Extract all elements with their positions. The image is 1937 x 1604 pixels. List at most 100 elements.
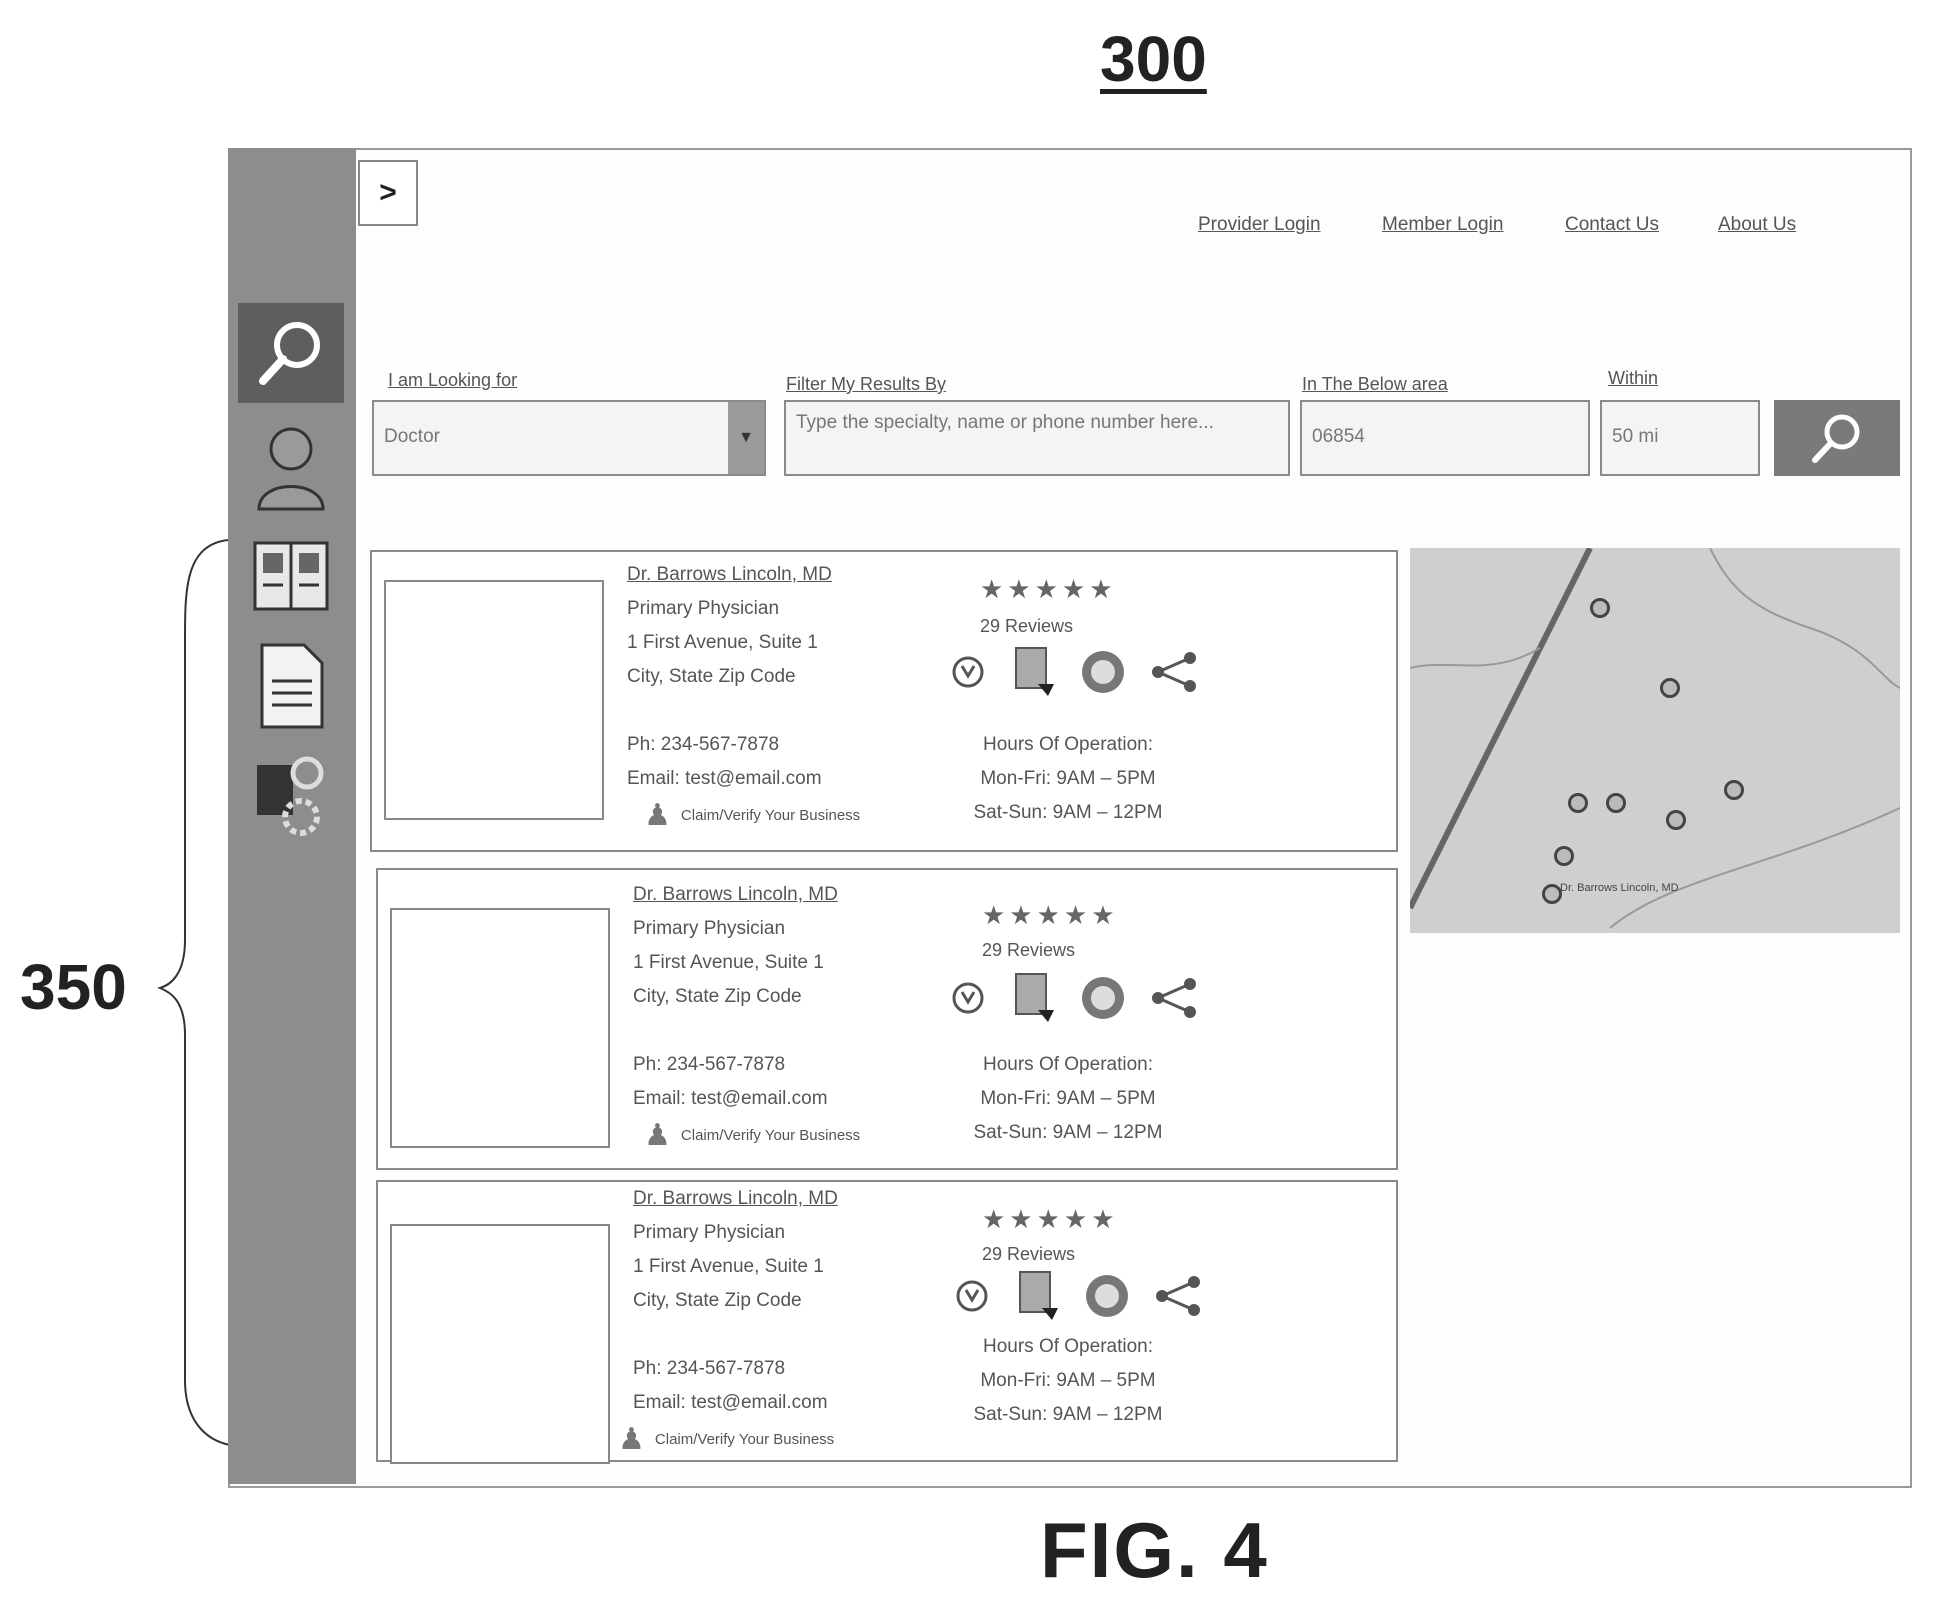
rating-stars: ★★★★★ xyxy=(980,574,1117,605)
provider-name-link[interactable]: Dr. Barrows Lincoln, MD xyxy=(627,558,832,592)
sidebar-toggle-button[interactable]: > xyxy=(358,160,418,226)
map-pin[interactable] xyxy=(1590,598,1610,618)
user-icon: ♟ xyxy=(644,798,671,833)
hours-of-operation: Hours Of Operation: Mon-Fri: 9AM – 5PM S… xyxy=(938,1048,1198,1150)
reviews-link[interactable]: 29 Reviews xyxy=(980,616,1073,637)
hours-weekend: Sat-Sun: 9AM – 12PM xyxy=(938,1398,1198,1432)
provider-specialty: Primary Physician xyxy=(627,592,832,626)
provider-specialty: Primary Physician xyxy=(633,912,838,946)
sidebar-item-profile[interactable] xyxy=(238,416,344,516)
directory-icon xyxy=(251,537,331,615)
hours-title: Hours Of Operation: xyxy=(938,1330,1198,1364)
hours-weekday: Mon-Fri: 9AM – 5PM xyxy=(938,1364,1198,1398)
map-pin[interactable] xyxy=(1554,846,1574,866)
member-login-link[interactable]: Member Login xyxy=(1382,214,1503,236)
provider-address: 1 First Avenue, Suite 1 xyxy=(633,1250,838,1284)
about-us-link[interactable]: About Us xyxy=(1718,214,1796,236)
provider-photo xyxy=(390,908,610,1148)
rating-stars: ★★★★★ xyxy=(982,1204,1119,1235)
user-icon: ♟ xyxy=(618,1422,645,1457)
claim-business-link[interactable]: ♟ Claim/Verify Your Business xyxy=(644,798,860,833)
map-pin[interactable] xyxy=(1666,810,1686,830)
result-card[interactable]: Dr. Barrows Lincoln, MD Primary Physicia… xyxy=(376,868,1398,1170)
share-icon[interactable] xyxy=(1150,650,1198,694)
within-input[interactable]: 50 mi xyxy=(1600,400,1760,476)
provider-info: Dr. Barrows Lincoln, MD Primary Physicia… xyxy=(633,878,838,1116)
results-map[interactable]: Dr. Barrows Lincoln, MD xyxy=(1410,548,1900,933)
share-icon[interactable] xyxy=(1154,1274,1202,1318)
hours-title: Hours Of Operation: xyxy=(938,1048,1198,1082)
provider-city: City, State Zip Code xyxy=(633,1284,838,1318)
provider-email: Email: test@email.com xyxy=(627,762,832,796)
provider-photo xyxy=(390,1224,610,1464)
claim-business-label: Claim/Verify Your Business xyxy=(681,1127,860,1144)
user-icon xyxy=(251,421,331,511)
provider-info: Dr. Barrows Lincoln, MD Primary Physicia… xyxy=(627,558,832,796)
badge-icon[interactable] xyxy=(1078,647,1128,697)
hours-of-operation: Hours Of Operation: Mon-Fri: 9AM – 5PM S… xyxy=(938,728,1198,830)
share-icon[interactable] xyxy=(1150,976,1198,1020)
provider-email: Email: test@email.com xyxy=(633,1386,838,1420)
hours-weekday: Mon-Fri: 9AM – 5PM xyxy=(938,762,1198,796)
hours-title: Hours Of Operation: xyxy=(938,728,1198,762)
figure-caption: FIG. 4 xyxy=(1040,1505,1269,1596)
provider-specialty: Primary Physician xyxy=(633,1216,838,1250)
hours-weekend: Sat-Sun: 9AM – 12PM xyxy=(938,796,1198,830)
provider-address: 1 First Avenue, Suite 1 xyxy=(627,626,832,660)
claim-business-link[interactable]: ♟ Claim/Verify Your Business xyxy=(644,1118,860,1153)
provider-photo xyxy=(384,580,604,820)
map-pin[interactable] xyxy=(1606,793,1626,813)
area-input[interactable]: 06854 xyxy=(1300,400,1590,476)
search-icon xyxy=(255,317,327,389)
map-pin[interactable] xyxy=(1660,678,1680,698)
document-icon xyxy=(256,641,326,731)
stethoscope-icon[interactable] xyxy=(950,976,990,1020)
contact-us-link[interactable]: Contact Us xyxy=(1565,214,1659,236)
area-label: In The Below area xyxy=(1302,374,1448,395)
provider-city: City, State Zip Code xyxy=(633,980,838,1014)
rating-stars: ★★★★★ xyxy=(982,900,1119,931)
chevron-down-icon[interactable]: ▼ xyxy=(728,402,764,474)
reviews-link[interactable]: 29 Reviews xyxy=(982,940,1075,961)
map-roads xyxy=(1410,548,1900,933)
sidebar-item-search[interactable] xyxy=(238,303,344,403)
download-document-icon[interactable] xyxy=(1016,1268,1060,1324)
reviews-link[interactable]: 29 Reviews xyxy=(982,1244,1075,1265)
provider-name-link[interactable]: Dr. Barrows Lincoln, MD xyxy=(633,878,838,912)
provider-phone: Ph: 234-567-7878 xyxy=(633,1352,838,1386)
user-icon: ♟ xyxy=(644,1118,671,1153)
badge-icon[interactable] xyxy=(1082,1271,1132,1321)
badge-icon[interactable] xyxy=(1078,973,1128,1023)
provider-city: City, State Zip Code xyxy=(627,660,832,694)
provider-address: 1 First Avenue, Suite 1 xyxy=(633,946,838,980)
provider-login-link[interactable]: Provider Login xyxy=(1198,214,1321,236)
provider-name-link[interactable]: Dr. Barrows Lincoln, MD xyxy=(633,1182,838,1216)
filter-input[interactable]: Type the specialty, name or phone number… xyxy=(784,400,1290,476)
claim-business-link[interactable]: ♟ Claim/Verify Your Business xyxy=(618,1422,834,1457)
search-button[interactable] xyxy=(1774,400,1900,476)
download-document-icon[interactable] xyxy=(1012,644,1056,700)
stethoscope-icon[interactable] xyxy=(950,650,990,694)
sidebar-item-directory[interactable] xyxy=(238,526,344,626)
hours-weekend: Sat-Sun: 9AM – 12PM xyxy=(938,1116,1198,1150)
provider-email: Email: test@email.com xyxy=(633,1082,838,1116)
sidebar-item-settings[interactable] xyxy=(238,746,344,846)
download-document-icon[interactable] xyxy=(1012,970,1056,1026)
looking-for-label: I am Looking for xyxy=(388,370,517,391)
map-pin[interactable] xyxy=(1542,884,1562,904)
looking-for-value: Doctor xyxy=(384,426,440,447)
map-pin[interactable] xyxy=(1568,793,1588,813)
stethoscope-icon[interactable] xyxy=(954,1274,994,1318)
settings-icon xyxy=(251,751,331,841)
claim-business-label: Claim/Verify Your Business xyxy=(655,1431,834,1448)
result-card[interactable]: Dr. Barrows Lincoln, MD Primary Physicia… xyxy=(370,550,1398,852)
map-pin-label: Dr. Barrows Lincoln, MD xyxy=(1560,882,1679,894)
result-card[interactable]: Dr. Barrows Lincoln, MD Primary Physicia… xyxy=(376,1180,1398,1462)
provider-info: Dr. Barrows Lincoln, MD Primary Physicia… xyxy=(633,1182,838,1420)
hours-of-operation: Hours Of Operation: Mon-Fri: 9AM – 5PM S… xyxy=(938,1330,1198,1432)
filter-label: Filter My Results By xyxy=(786,374,946,395)
sidebar-item-documents[interactable] xyxy=(238,636,344,736)
looking-for-select[interactable]: Doctor ▼ xyxy=(372,400,766,476)
sidebar xyxy=(228,148,356,1484)
map-pin[interactable] xyxy=(1724,780,1744,800)
